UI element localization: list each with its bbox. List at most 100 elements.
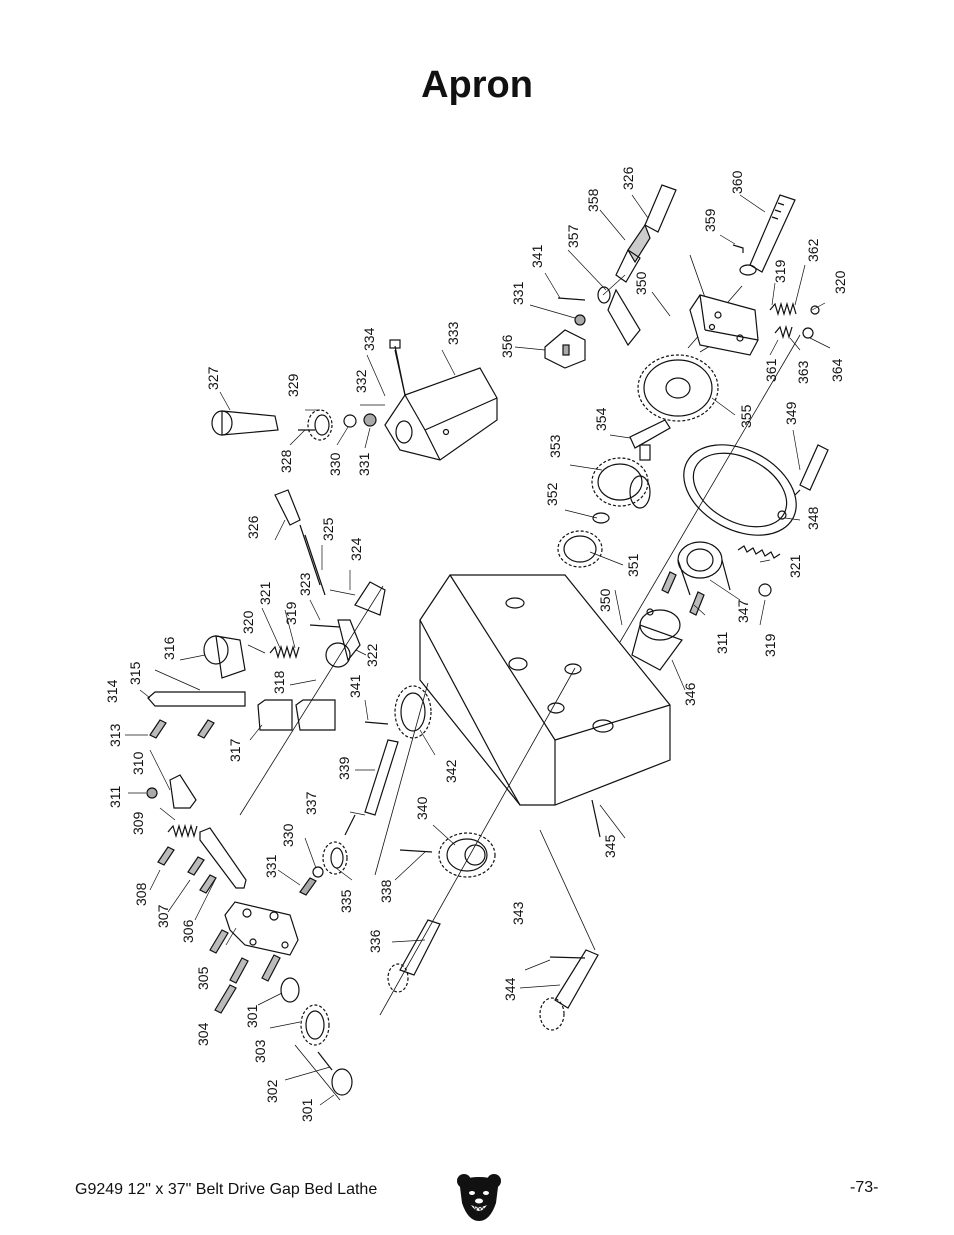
label-332: 332 [353, 369, 369, 393]
label-355: 355 [738, 404, 754, 428]
label-331a: 331 [356, 452, 372, 476]
bear-head-logo-icon [457, 1174, 501, 1221]
collar-347 [677, 541, 731, 596]
label-331c: 331 [510, 281, 526, 305]
label-363: 363 [795, 360, 811, 384]
snap-ring [592, 512, 610, 524]
label-361: 361 [763, 358, 779, 382]
screw-331-top [574, 314, 586, 326]
label-308: 308 [133, 882, 149, 906]
shaft-339 [364, 739, 399, 816]
pin-323 [309, 624, 341, 628]
label-357: 357 [565, 224, 581, 248]
label-328: 328 [278, 449, 294, 473]
label-313: 313 [107, 723, 123, 747]
spring-320 [269, 644, 300, 660]
pin-338 [399, 849, 433, 853]
half-nut-317 [257, 699, 336, 731]
handle-326-left [274, 489, 326, 596]
shaft-360 [739, 194, 796, 276]
label-344: 344 [502, 977, 518, 1001]
handwheel [683, 444, 797, 536]
pin-359 [732, 244, 744, 253]
label-337: 337 [303, 791, 319, 815]
label-360: 360 [729, 170, 745, 194]
pin-337 [344, 814, 356, 836]
plunger-316 [203, 635, 246, 679]
label-348: 348 [805, 506, 821, 530]
label-323: 323 [297, 572, 313, 596]
screw-331-left [363, 413, 377, 427]
gear-340 [438, 832, 496, 878]
label-326a: 326 [245, 515, 261, 539]
label-301b: 301 [299, 1098, 315, 1122]
block-310 [169, 774, 197, 809]
label-359: 359 [702, 208, 718, 232]
label-342: 342 [443, 759, 459, 783]
label-307: 307 [155, 904, 171, 928]
shaft-344 [539, 949, 599, 1031]
label-334: 334 [361, 327, 377, 351]
label-320b: 320 [832, 270, 848, 294]
spring-309 [167, 823, 198, 839]
bar-314 [147, 691, 246, 707]
label-329: 329 [285, 373, 301, 397]
gear-342 [394, 685, 432, 739]
bracket-356 [544, 329, 586, 369]
label-349: 349 [783, 401, 799, 425]
label-358: 358 [585, 188, 601, 212]
label-345: 345 [602, 834, 618, 858]
label-306: 306 [180, 919, 196, 943]
screws-304 [209, 929, 281, 1014]
screw-313 [149, 719, 215, 739]
gear-335 [322, 841, 348, 875]
washer-330 [343, 414, 357, 428]
label-321a: 321 [257, 581, 273, 605]
label-319c: 319 [772, 259, 788, 283]
label-351: 351 [625, 553, 641, 577]
gib-306 [199, 827, 247, 889]
diagram-parts [125, 184, 831, 1106]
label-343: 343 [510, 901, 526, 925]
page-number: -73- [850, 1179, 879, 1196]
collar-322 [325, 619, 361, 668]
label-324: 324 [348, 537, 364, 561]
ball-319-right [758, 583, 772, 597]
pin-341-mid [364, 721, 389, 725]
label-353: 353 [547, 434, 563, 458]
label-325: 325 [320, 517, 336, 541]
label-319a: 319 [283, 601, 299, 625]
handle-326-top [627, 184, 677, 264]
screw-311-left [146, 787, 158, 799]
gear-351 [557, 530, 603, 568]
label-362: 362 [805, 238, 821, 262]
label-340: 340 [414, 796, 430, 820]
label-350b: 350 [633, 271, 649, 295]
shaft-336 [387, 919, 441, 993]
label-302: 302 [264, 1079, 280, 1103]
label-317: 317 [227, 738, 243, 762]
bracket-block [689, 294, 759, 356]
label-320a: 320 [240, 610, 256, 634]
detent-parts [769, 301, 820, 340]
label-326b: 326 [620, 166, 636, 190]
block-305 [224, 901, 299, 956]
label-364: 364 [829, 358, 845, 382]
label-310: 310 [130, 751, 146, 775]
handle-349 [794, 444, 829, 496]
label-338: 338 [378, 879, 394, 903]
large-gear [637, 354, 719, 422]
pin-343 [549, 956, 586, 959]
worm-303 [300, 1004, 330, 1046]
washer-330-low [312, 866, 324, 878]
label-304: 304 [195, 1022, 211, 1046]
label-314: 314 [104, 679, 120, 703]
label-347: 347 [735, 599, 751, 623]
label-318: 318 [271, 670, 287, 694]
label-341b: 341 [529, 244, 545, 268]
label-331b: 331 [263, 854, 279, 878]
label-341a: 341 [347, 674, 363, 698]
label-327: 327 [205, 366, 221, 390]
label-305: 305 [195, 966, 211, 990]
